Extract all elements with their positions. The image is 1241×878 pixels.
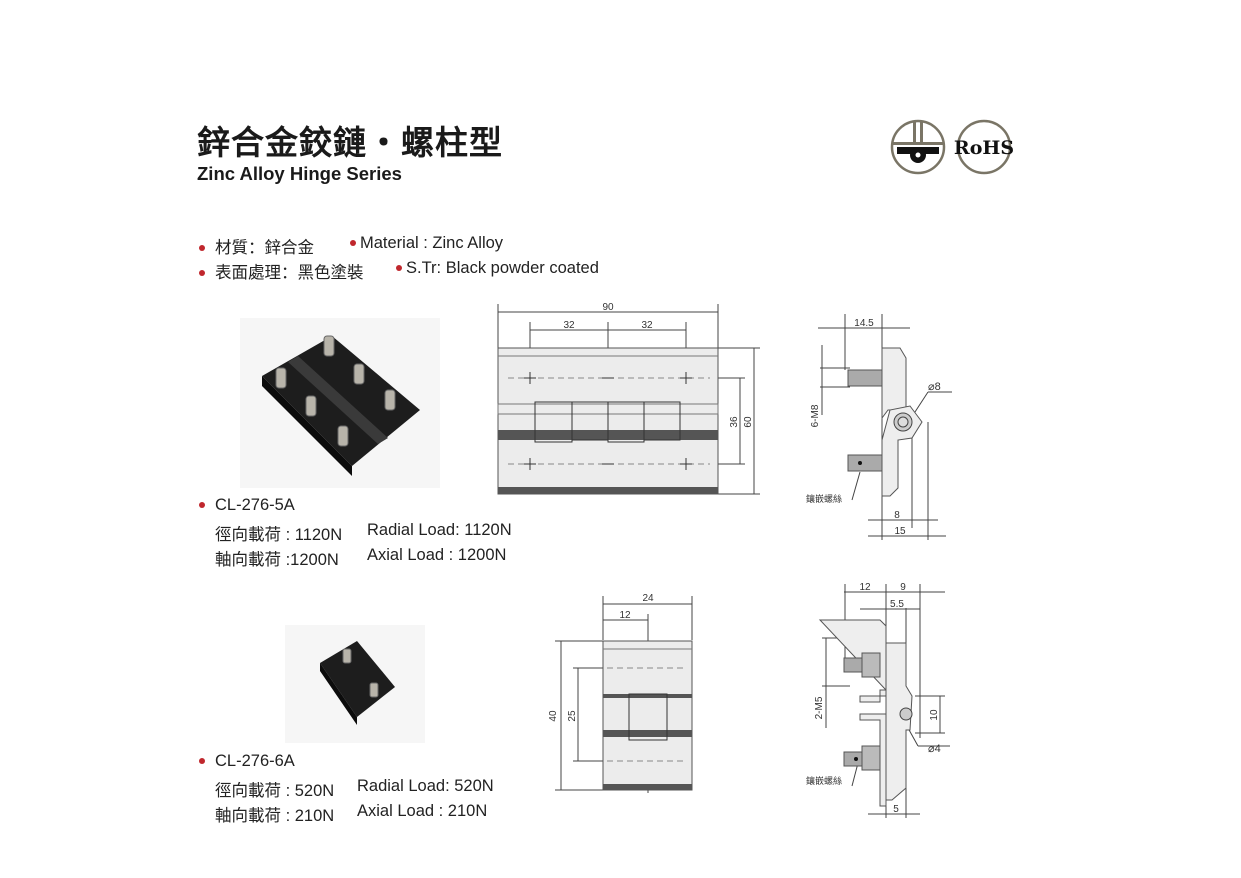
dim-d3: 5 <box>893 804 899 815</box>
dim-thread: 6-M8 <box>810 404 821 427</box>
spec-text: S.Tr: Black powder coated <box>406 259 599 277</box>
dim-half: 12 <box>619 610 631 621</box>
product-photo-cl-276-5a <box>240 318 440 488</box>
axial-load-en: Axial Load : 210N <box>357 802 488 820</box>
spec-material-en: Material : Zinc Alloy <box>350 234 503 253</box>
dim-offset: 14.5 <box>854 318 874 329</box>
axial-load-zh: 軸向載荷 : 210N <box>215 807 335 825</box>
certification-badges: RoHS <box>890 119 1014 175</box>
insert-screw-label: 鑲嵌螺絲 <box>806 775 842 786</box>
dim-pin: ⌀8 <box>928 381 941 393</box>
radial-load-en: Radial Load: 520N <box>357 777 494 795</box>
spec-text: 表面處理：黑色塗裝 <box>215 264 364 282</box>
dim-height: 60 <box>743 416 754 428</box>
axial-load-zh: 軸向載荷 :1200N <box>215 551 339 569</box>
dim-pitch: 25 <box>567 710 578 722</box>
dim-pin: ⌀4 <box>928 743 941 755</box>
ground-mount-icon <box>890 119 946 175</box>
rohs-icon: RoHS <box>954 119 1014 175</box>
dim-thread: 2-M5 <box>814 696 825 719</box>
dim-pitch-left: 32 <box>563 320 575 331</box>
spec-finish-zh: 表面處理：黑色塗裝 <box>199 259 364 283</box>
side-drawing-cl-276-6a: 12 9 5.5 2-M5 10 ⌀4 鑲嵌螺絲 5 <box>806 582 950 818</box>
spec-material-zh: 材質：鋅合金 <box>199 234 314 258</box>
rohs-label: RoHS <box>954 137 1014 159</box>
dim-h: 10 <box>929 709 940 721</box>
dim-inner: 36 <box>729 416 740 428</box>
spec-finish-en: S.Tr: Black powder coated <box>396 259 599 278</box>
model-label: CL-276-6A <box>215 752 295 770</box>
dim-pitch-right: 32 <box>641 320 653 331</box>
insert-screw-label: 鑲嵌螺絲 <box>806 493 842 504</box>
dim-d2: 15 <box>894 526 906 537</box>
product-model-2: CL-276-6A <box>199 752 295 771</box>
dim-d1: 8 <box>894 510 900 521</box>
dim-d1: 9 <box>900 582 906 593</box>
dim-width: 24 <box>642 593 654 604</box>
product-photo-cl-276-6a <box>285 625 425 743</box>
dim-width: 90 <box>602 302 614 313</box>
spec-text: 材質：鋅合金 <box>215 239 314 257</box>
dim-d2: 5.5 <box>890 599 904 610</box>
dim-offset: 12 <box>859 582 871 593</box>
page-title-zh: 鋅合金鉸鏈・螺柱型 <box>197 123 503 162</box>
radial-load-en: Radial Load: 1120N <box>367 521 512 539</box>
axial-load-en: Axial Load : 1200N <box>367 546 507 564</box>
side-drawing-cl-276-5a: 14.5 6-M8 ⌀8 鑲嵌螺絲 8 15 <box>806 314 952 540</box>
model-label: CL-276-5A <box>215 496 295 514</box>
radial-load-zh: 徑向載荷 : 520N <box>215 782 335 800</box>
product-model-1: CL-276-5A <box>199 496 295 515</box>
radial-load-zh: 徑向載荷 : 1120N <box>215 526 343 544</box>
page-title-en: Zinc Alloy Hinge Series <box>197 163 402 184</box>
dim-height: 40 <box>548 710 559 722</box>
spec-text: Material : Zinc Alloy <box>360 234 504 252</box>
front-drawing-cl-276-5a: 90 32 32 36 60 <box>497 302 760 495</box>
front-drawing-cl-276-6a: 24 12 40 25 <box>548 593 693 793</box>
